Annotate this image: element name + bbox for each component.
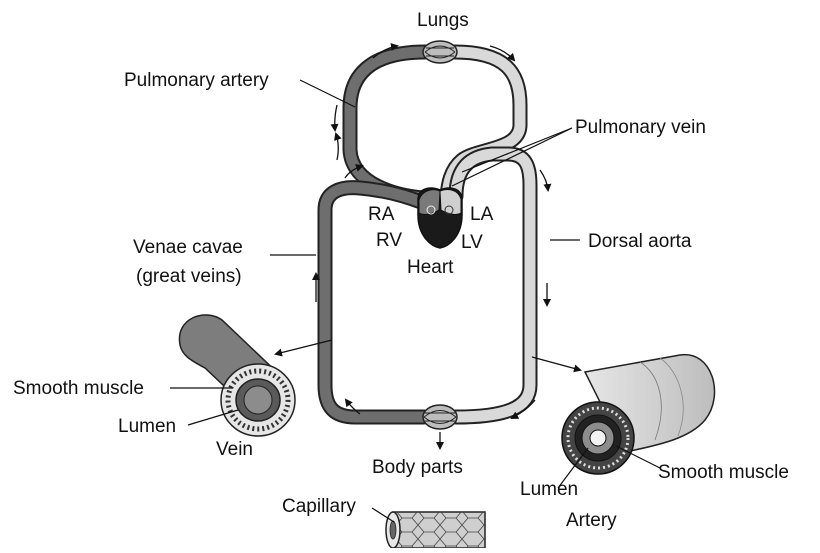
- label-heart: Heart: [407, 257, 454, 278]
- label-lumen-vein: Lumen: [118, 416, 176, 437]
- label-lumen-artery: Lumen: [520, 479, 578, 500]
- artery-illustration: [562, 355, 715, 474]
- vein-illustration: [179, 315, 295, 436]
- label-ra: RA: [368, 204, 395, 225]
- label-venae-cavae: Venae cavae: [133, 237, 243, 258]
- body-capillary-bed: [423, 405, 457, 429]
- label-artery: Artery: [566, 510, 617, 531]
- label-vein: Vein: [216, 439, 253, 460]
- label-pulmonary-artery: Pulmonary artery: [124, 70, 269, 91]
- label-la: LA: [470, 204, 494, 225]
- label-capillary: Capillary: [282, 496, 356, 517]
- label-pulmonary-vein: Pulmonary vein: [575, 117, 706, 138]
- label-rv: RV: [376, 230, 402, 251]
- dorsal-aorta-vessel: [456, 154, 530, 417]
- label-body-parts: Body parts: [372, 457, 463, 478]
- lungs-capillary-bed: [423, 41, 457, 63]
- heart: [418, 188, 462, 248]
- label-dorsal-aorta: Dorsal aorta: [588, 231, 692, 252]
- label-lv: LV: [461, 232, 483, 253]
- label-smooth-muscle-artery: Smooth muscle: [658, 462, 789, 483]
- label-smooth-muscle-vein: Smooth muscle: [13, 378, 144, 399]
- label-lungs: Lungs: [417, 10, 469, 31]
- pulmonary-artery-vessel: [350, 52, 425, 198]
- capillary-illustration: [386, 512, 485, 548]
- label-great-veins: (great veins): [136, 266, 242, 287]
